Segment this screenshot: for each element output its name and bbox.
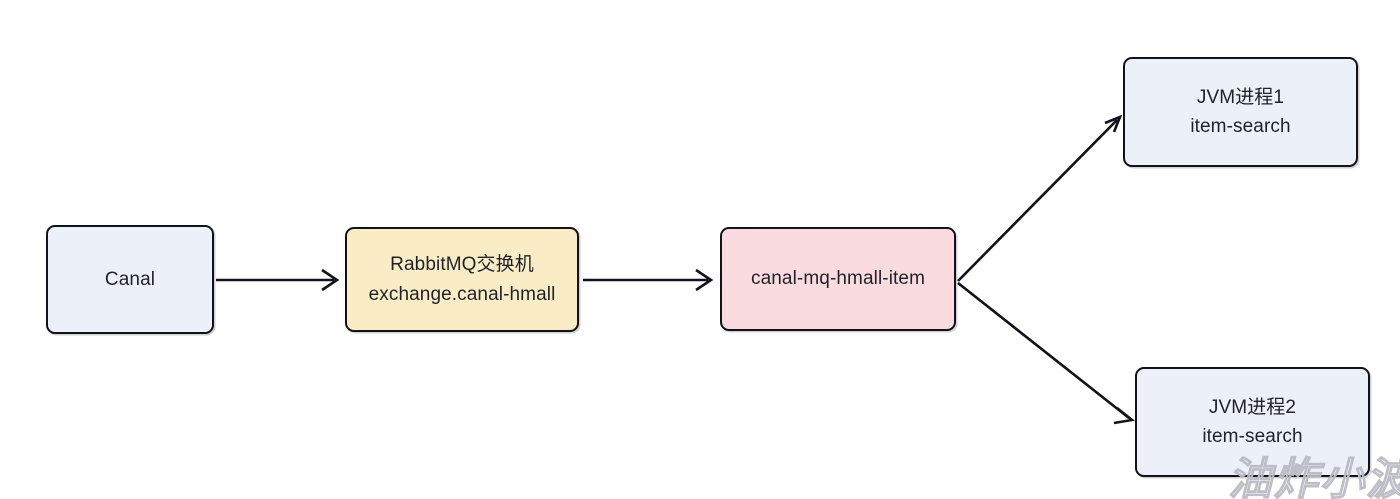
node-rabbitmq-exchange[interactable]: RabbitMQ交换机 exchange.canal-hmall bbox=[345, 227, 579, 332]
node-rabbitmq-exchange-line-1: RabbitMQ交换机 bbox=[390, 254, 534, 276]
node-canal-line-1: Canal bbox=[104, 268, 156, 290]
node-jvm-process-2-line-1: JVM进程2 bbox=[1208, 396, 1297, 418]
node-queue-line-1: canal-mq-hmall-item bbox=[751, 268, 925, 290]
node-jvm-process-2-line-2: item-search bbox=[1202, 426, 1303, 447]
edge-exchange-to-queue bbox=[583, 268, 714, 292]
node-queue-canal-mq-hmall-item[interactable]: canal-mq-hmall-item bbox=[720, 227, 956, 331]
node-jvm-process-1-line-2: item-search bbox=[1190, 116, 1291, 137]
edge-queue-to-jvm2 bbox=[957, 281, 1136, 425]
edge-queue-to-jvm1 bbox=[957, 114, 1123, 282]
node-canal[interactable]: Canal bbox=[46, 225, 214, 334]
node-rabbitmq-exchange-line-2: exchange.canal-hmall bbox=[368, 283, 556, 305]
node-jvm-process-1[interactable]: JVM进程1 item-search bbox=[1123, 57, 1358, 167]
watermark: 油炸小波 bbox=[1227, 454, 1400, 499]
node-jvm-process-1-line-1: JVM进程1 bbox=[1196, 86, 1285, 108]
edge-canal-to-exchange bbox=[216, 268, 340, 292]
node-jvm-process-2[interactable]: JVM进程2 item-search bbox=[1135, 367, 1370, 477]
